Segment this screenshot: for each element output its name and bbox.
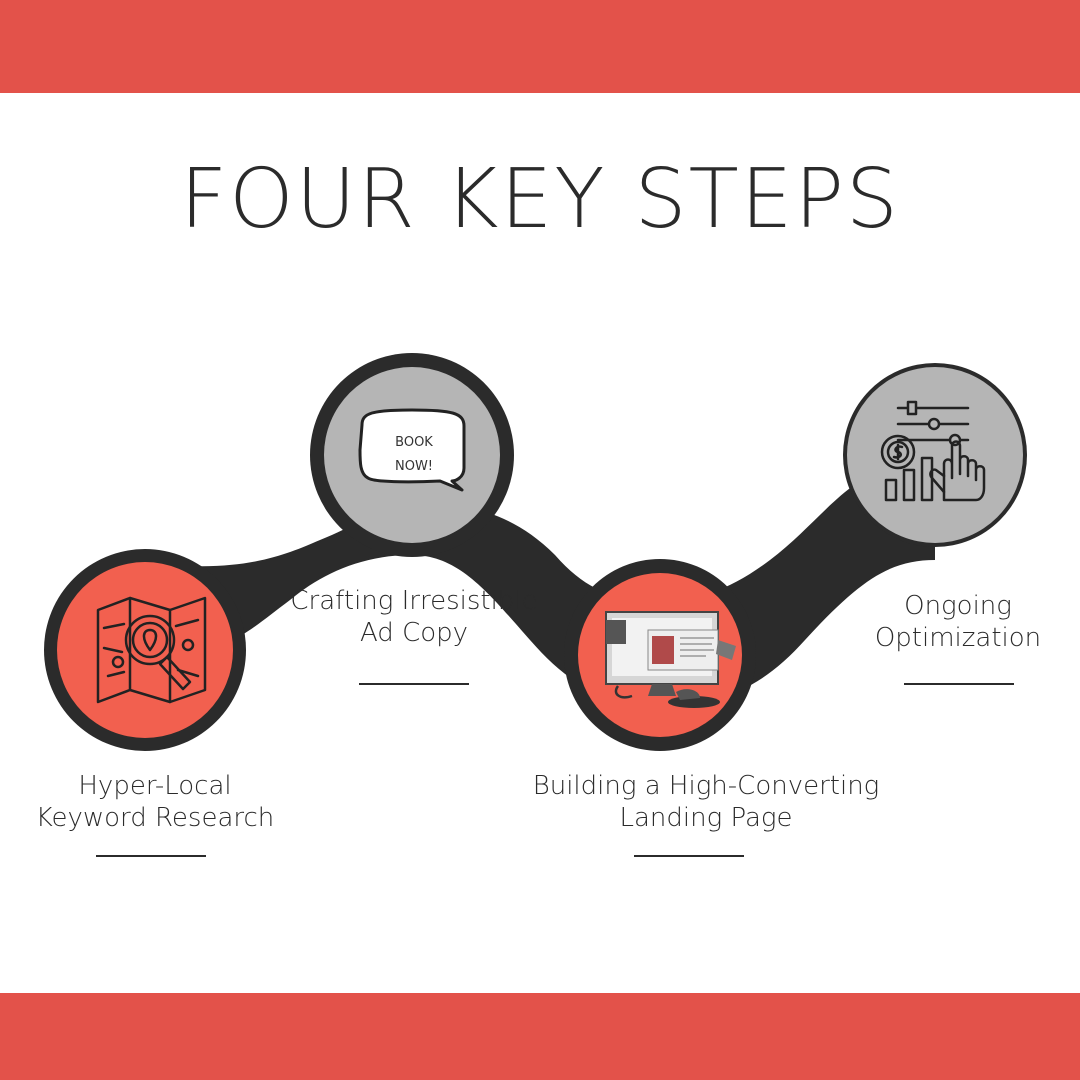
step-4-circle xyxy=(847,367,1023,543)
step-2-underline xyxy=(359,683,469,685)
step-4-underline xyxy=(904,683,1014,685)
step-2-label-line-1: Crafting Irresistible xyxy=(290,586,538,616)
step-1-underline xyxy=(96,855,206,857)
step-1-label-line-2: Keyword Research xyxy=(35,803,275,833)
step-4-label-line-1: Ongoing xyxy=(904,591,1012,621)
step-3-label: Building a High-Converting Landing Page xyxy=(506,770,906,834)
bubble-text-2: NOW! xyxy=(395,459,433,474)
speech-bubble-icon: BOOK NOW! xyxy=(358,408,466,492)
step-3-label-line-2: Landing Page xyxy=(619,803,793,833)
bubble-text-1: BOOK xyxy=(395,435,433,450)
step-4-label: Ongoing Optimization xyxy=(838,590,1078,654)
optimization-sliders-icon xyxy=(880,400,986,502)
step-1-circle xyxy=(57,562,233,738)
top-band xyxy=(0,0,1080,93)
map-search-icon xyxy=(96,596,207,704)
bottom-band xyxy=(0,993,1080,1080)
computer-monitor-icon xyxy=(605,611,736,708)
step-1-label: Hyper-Local Keyword Research xyxy=(0,770,310,834)
step-2-label: Crafting Irresistible Ad Copy xyxy=(264,585,564,649)
step-1-label-line-1: Hyper-Local xyxy=(78,771,232,801)
step-3-underline xyxy=(634,855,744,857)
step-3-label-line-1: Building a High-Converting xyxy=(532,771,880,801)
page-title: FOUR KEY STEPS xyxy=(180,152,900,247)
step-2-label-line-2: Ad Copy xyxy=(359,618,469,648)
step-4-label-line-2: Optimization xyxy=(874,623,1042,653)
